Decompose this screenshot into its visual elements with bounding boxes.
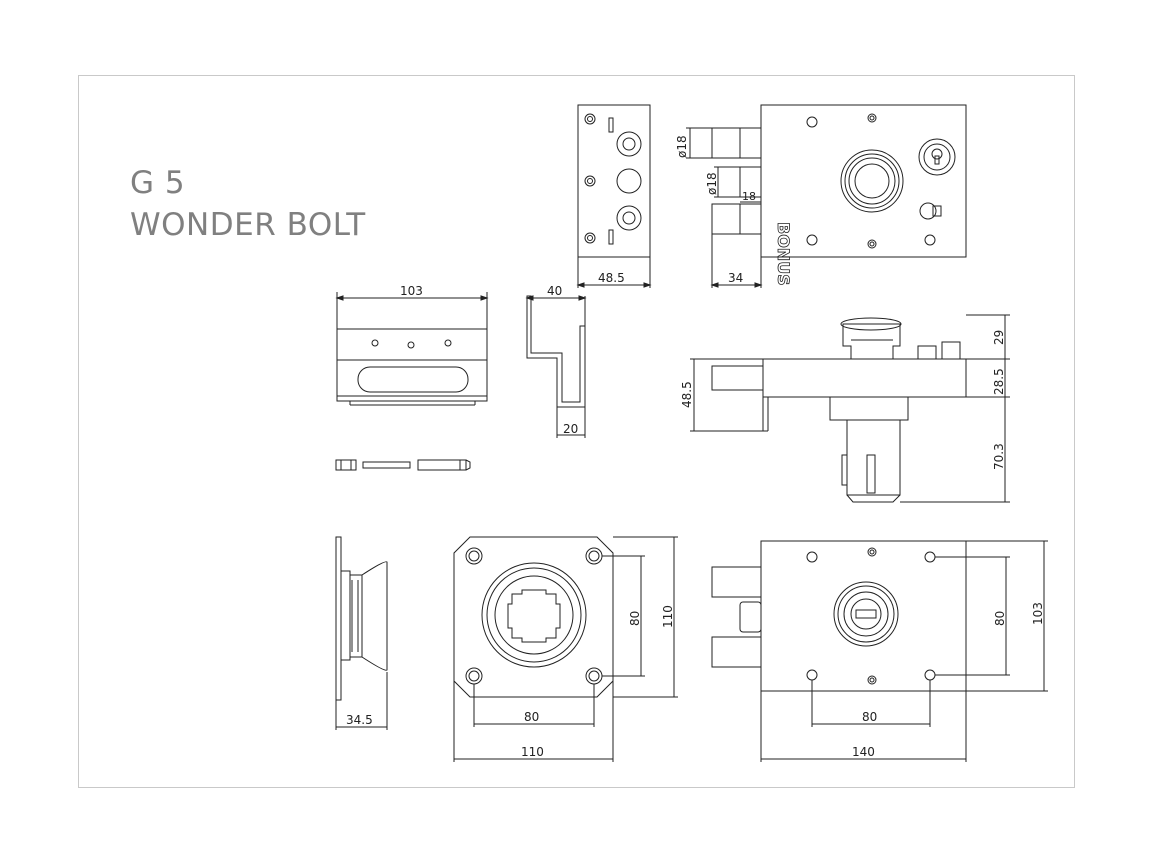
dim-cylinder-length: 70.3 — [992, 443, 1006, 470]
dim-lock-height: 103 — [1031, 602, 1045, 625]
dim-bolt-height: 48.5 — [680, 381, 694, 408]
keeper-plate-view: 48.5 — [576, 104, 652, 288]
drawing-frame — [78, 75, 1075, 788]
lock-side-view: 29 28.5 70.3 48.5 — [680, 314, 1010, 503]
dim-bracket-length: 103 — [400, 284, 423, 298]
rose-side-view: 34.5 — [335, 536, 388, 730]
angle-profile-view: 40 20 — [525, 284, 587, 438]
dim-rose-width: 110 — [521, 745, 544, 759]
dim-bolt-diameter-lower: ø18 — [705, 172, 719, 195]
product-name: WONDER BOLT — [130, 207, 366, 243]
bracket-view: 103 — [335, 284, 489, 406]
dim-bolt-gap: 18 — [742, 190, 756, 203]
dim-rose-hole-spacing-v: 80 — [628, 611, 642, 626]
product-code: G 5 — [130, 165, 186, 201]
dim-angle-width: 40 — [547, 284, 562, 298]
dim-angle-flange: 20 — [563, 422, 578, 436]
dim-rose-depth: 34.5 — [346, 713, 373, 727]
rose-front-view: 80 110 80 110 — [453, 536, 678, 762]
screws-view — [335, 459, 471, 471]
dim-body-depth: 28.5 — [992, 368, 1006, 395]
dim-knob-height: 29 — [992, 330, 1006, 345]
lock-back-view: 80 140 80 103 — [711, 540, 1048, 762]
lock-front-view: BONUS ø18 ø18 18 34 — [675, 104, 967, 288]
dim-lock-hole-spacing-v: 80 — [993, 611, 1007, 626]
dim-lock-hole-spacing-h: 80 — [862, 710, 877, 724]
dim-rose-height: 110 — [661, 605, 675, 628]
dim-bolt-diameter-upper: ø18 — [675, 135, 689, 158]
dim-rose-hole-spacing-h: 80 — [524, 710, 539, 724]
dim-lock-width: 140 — [852, 745, 875, 759]
dim-keeper-width: 48.5 — [598, 271, 625, 285]
dim-bolt-projection: 34 — [728, 271, 743, 285]
brand-label: BONUS — [774, 222, 793, 286]
